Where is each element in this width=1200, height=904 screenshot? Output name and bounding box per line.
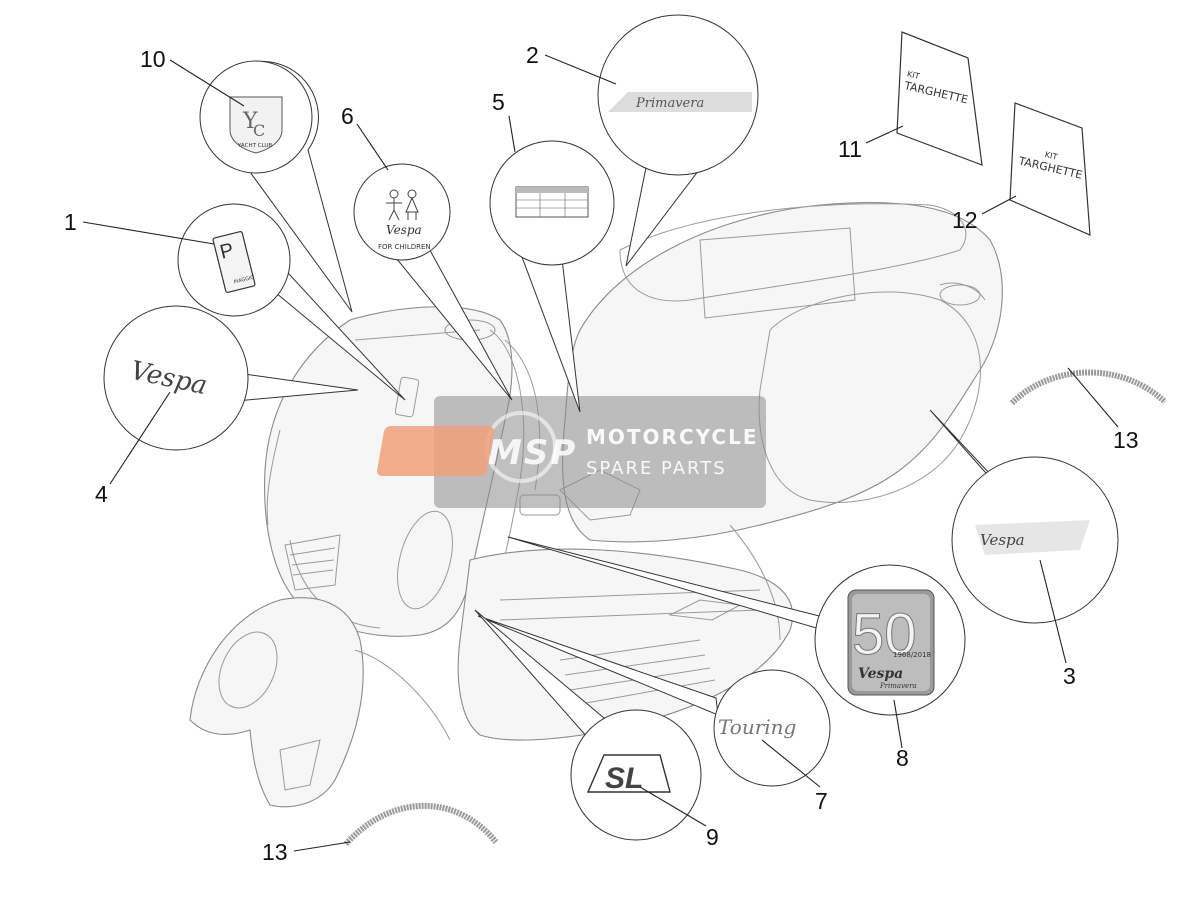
sl-badge [586, 754, 671, 793]
callout-numbers: 10 2 1 4 5 6 3 8 7 9 11 12 13 13 [64, 42, 1139, 865]
for-children-text: FOR CHILDREN [378, 243, 431, 251]
seat-compartment [619, 203, 967, 302]
svg-text:C: C [253, 121, 265, 140]
callout-bubble-3: Vespa [929, 409, 1119, 624]
front-fender [189, 597, 364, 808]
callout-number-8: 8 [896, 745, 909, 771]
watermark: MSP MOTORCYCLE SPARE PARTS [377, 396, 766, 508]
side-panel-bulge [758, 291, 981, 503]
sl-text: SL [605, 762, 643, 795]
yacht-club-monogram: Y [242, 109, 258, 134]
watermark-logo-box [377, 426, 494, 476]
piaggio-badge-text: PIAGGIO [233, 275, 255, 286]
anniversary-fifty: 50 [852, 602, 917, 667]
watermark-logo: MSP [488, 433, 577, 473]
yacht-club-text: YACHT CLUB [237, 143, 272, 149]
callout-number-4: 4 [95, 481, 108, 507]
callout-number-1: 1 [64, 209, 77, 235]
primavera-script-8: Primavera [879, 682, 917, 690]
callout-number-13-bottom: 13 [262, 839, 288, 865]
kit-bag-11-line1: KIT [906, 69, 920, 81]
watermark-line2: SPARE PARTS [586, 458, 727, 479]
touring-script: Touring [718, 715, 796, 739]
callout-bubble-4: Vespa [103, 305, 359, 451]
callout-number-5: 5 [492, 89, 505, 115]
arc-stripe-right [1009, 369, 1168, 406]
callout-number-10: 10 [140, 46, 166, 72]
callout-bubble-2: Primavera [597, 14, 759, 267]
kit-bag-12-line1: KIT [1044, 150, 1058, 162]
callout-number-9: 9 [706, 824, 719, 850]
callout-bubble-8: 50 1968/2018 Vespa Primavera [507, 536, 966, 716]
callout-number-3: 3 [1063, 663, 1076, 689]
callout-number-6: 6 [341, 103, 354, 129]
callout-number-11: 11 [838, 136, 862, 162]
callout-number-7: 7 [815, 788, 828, 814]
kit-bag-11: KIT TARGHETTE [896, 31, 983, 166]
kit-bag-12: KIT TARGHETTE [1009, 102, 1091, 236]
vespa-script-3: Vespa [980, 531, 1025, 549]
vespa-script-8: Vespa [858, 666, 903, 682]
vespa-script-6: Vespa [386, 223, 422, 237]
callout-number-12: 12 [952, 207, 978, 233]
callout-bubble-10: Y C YACHT CLUB [199, 60, 353, 313]
primavera-script-2: Primavera [635, 96, 704, 111]
leader-lines [82, 54, 1119, 852]
piaggio-badge-letter: P [218, 239, 236, 264]
callout-bubble-5 [489, 140, 615, 413]
callout-bubble-7: Touring [477, 615, 831, 787]
watermark-line1: MOTORCYCLE [586, 425, 758, 449]
arc-stripe-bottom [343, 802, 499, 847]
callout-bubble-6: Vespa FOR CHILDREN [353, 163, 513, 401]
callout-number-13-right: 13 [1113, 427, 1139, 453]
anniversary-years: 1968/2018 [893, 651, 931, 659]
callout-bubble-1: P PIAGGIO [177, 203, 406, 401]
callout-bubble-9: SL [474, 609, 702, 841]
piaggio-badge [212, 231, 256, 293]
callout-number-2: 2 [526, 42, 539, 68]
